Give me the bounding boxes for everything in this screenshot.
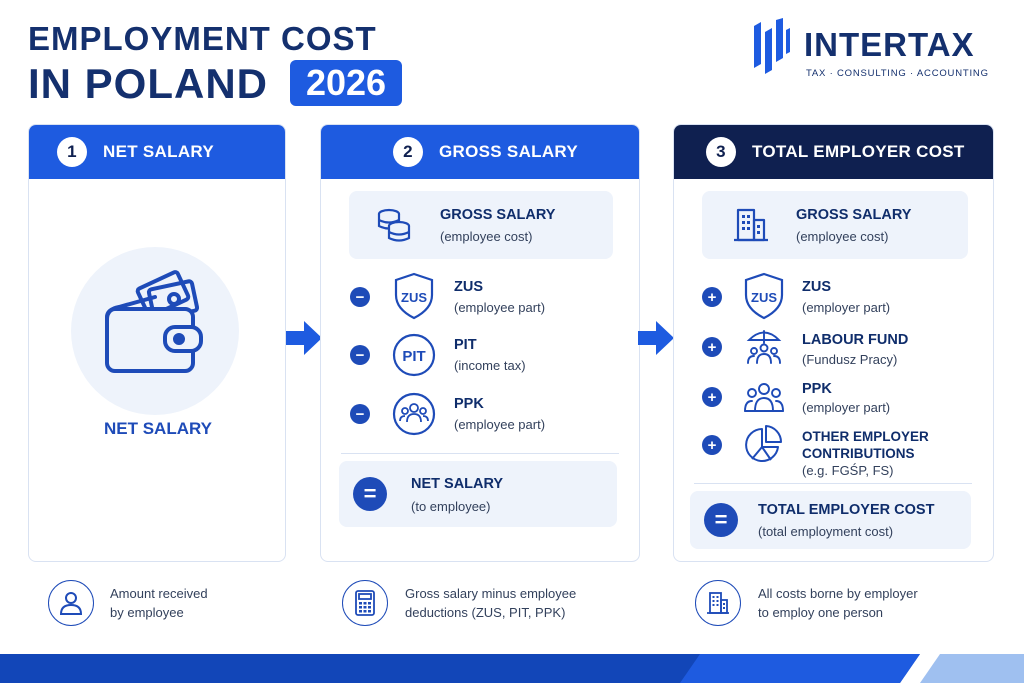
pit-icon-text: PIT bbox=[402, 348, 425, 365]
labour-fund-subtitle: (Fundusz Pracy) bbox=[802, 352, 898, 367]
bottom-decorative-band bbox=[0, 654, 1024, 683]
equals-icon: = bbox=[704, 503, 738, 537]
total-cost-result-subtitle: (total employment cost) bbox=[758, 524, 894, 539]
person-icon bbox=[59, 592, 83, 615]
building-icon bbox=[734, 208, 768, 242]
minus-icon: − bbox=[350, 404, 370, 424]
footer-note-3: All costs borne by employer to employ on… bbox=[758, 584, 918, 622]
panel-total-employer-cost: 3 TOTAL EMPLOYER COST GROSS SALARY (empl… bbox=[673, 124, 994, 562]
net-salary-result-box: = NET SALARY (to employee) bbox=[339, 461, 617, 527]
divider bbox=[341, 453, 619, 454]
calculator-icon bbox=[355, 590, 375, 616]
ppk-employer-title: PPK bbox=[802, 381, 832, 397]
footer-calculator-circle bbox=[342, 580, 388, 626]
gross-salary-title: GROSS SALARY bbox=[796, 207, 912, 223]
building-icon bbox=[707, 592, 729, 614]
people-circle-icon bbox=[392, 392, 436, 436]
panel-header: 3 TOTAL EMPLOYER COST bbox=[674, 125, 993, 179]
pie-chart-icon bbox=[745, 425, 783, 462]
logo-name: INTERTAX bbox=[804, 26, 975, 63]
footer-note-line: All costs borne by employer bbox=[758, 586, 918, 601]
net-salary-result-subtitle: (to employee) bbox=[411, 499, 491, 514]
arrow-right-icon bbox=[286, 321, 322, 355]
step-number: 1 bbox=[57, 137, 87, 167]
ppk-employer-subtitle: (employer part) bbox=[802, 400, 891, 415]
intertax-logo: INTERTAX TAX · CONSULTING · ACCOUNTING bbox=[752, 16, 1002, 82]
total-cost-result-box: = TOTAL EMPLOYER COST (total employment … bbox=[690, 491, 971, 549]
plus-icon: + bbox=[702, 387, 722, 407]
people-icon bbox=[744, 383, 784, 412]
labour-fund-title: LABOUR FUND bbox=[802, 332, 909, 348]
panel-header: 1 NET SALARY bbox=[29, 125, 285, 179]
umbrella-people-icon bbox=[746, 330, 782, 364]
other-contributions-title-1: OTHER EMPLOYER bbox=[802, 429, 929, 444]
pit-circle-icon: PIT bbox=[392, 333, 436, 377]
zus-subtitle: (employee part) bbox=[454, 300, 546, 315]
plus-icon: + bbox=[702, 337, 722, 357]
title-line-2: IN POLAND bbox=[28, 60, 268, 107]
footer-note-2: Gross salary minus employee deductions (… bbox=[405, 584, 576, 622]
zus-shield-icon: ZUS bbox=[394, 272, 434, 320]
footer-note-line: Amount received bbox=[110, 586, 208, 601]
ppk-subtitle: (employee part) bbox=[454, 417, 546, 432]
gross-salary-subtitle: (employee cost) bbox=[440, 229, 533, 244]
equals-icon: = bbox=[353, 477, 387, 511]
gross-salary-subtitle: (employee cost) bbox=[796, 229, 889, 244]
footer-note-line: to employ one person bbox=[758, 605, 884, 620]
zus-employer-title: ZUS bbox=[802, 279, 831, 295]
ppk-title: PPK bbox=[454, 396, 484, 412]
logo-mark-icon bbox=[754, 18, 790, 74]
zus-title: ZUS bbox=[454, 279, 483, 295]
wallet-icon bbox=[105, 270, 203, 373]
wallet-circle bbox=[71, 247, 239, 415]
gross-salary-box: GROSS SALARY (employee cost) bbox=[349, 191, 613, 259]
panel-header: 2 GROSS SALARY bbox=[321, 125, 639, 179]
year-badge: 2026 bbox=[290, 60, 402, 106]
panel-header-label: TOTAL EMPLOYER COST bbox=[752, 142, 965, 161]
zus-shield-icon: ZUS bbox=[744, 272, 784, 320]
plus-icon: + bbox=[702, 287, 722, 307]
total-cost-result-title: TOTAL EMPLOYER COST bbox=[758, 502, 935, 518]
net-salary-result-title: NET SALARY bbox=[411, 476, 504, 492]
footer-note-line: deductions (ZUS, PIT, PPK) bbox=[405, 605, 566, 620]
plus-icon: + bbox=[702, 435, 722, 455]
pit-subtitle: (income tax) bbox=[454, 358, 526, 373]
panel-header-label: GROSS SALARY bbox=[439, 142, 578, 161]
gross-salary-title: GROSS SALARY bbox=[440, 207, 556, 223]
gross-salary-box: GROSS SALARY (employee cost) bbox=[702, 191, 968, 259]
zus-icon-text: ZUS bbox=[401, 290, 427, 305]
panel-net-salary: 1 NET SALARY NET SALARY bbox=[28, 124, 286, 562]
title-line-1: EMPLOYMENT COST bbox=[28, 20, 377, 57]
pit-title: PIT bbox=[454, 337, 477, 353]
footer-note-1: Amount received by employee bbox=[110, 584, 208, 622]
footer-note-line: Gross salary minus employee bbox=[405, 586, 577, 601]
zus-employer-subtitle: (employer part) bbox=[802, 300, 891, 315]
other-contributions-subtitle: (e.g. FGŚP, FS) bbox=[802, 463, 894, 478]
footer-building-circle bbox=[695, 580, 741, 626]
step-number: 3 bbox=[706, 137, 736, 167]
step-number: 2 bbox=[393, 137, 423, 167]
panel-gross-salary: 2 GROSS SALARY GROSS SALARY (employee co… bbox=[320, 124, 640, 562]
divider bbox=[694, 483, 972, 484]
net-salary-label: NET SALARY bbox=[104, 419, 212, 438]
logo-tagline: TAX · CONSULTING · ACCOUNTING bbox=[806, 68, 989, 79]
arrow-right-icon bbox=[638, 321, 674, 355]
footer-person-circle bbox=[48, 580, 94, 626]
coins-icon bbox=[377, 208, 411, 242]
other-contributions-title-2: CONTRIBUTIONS bbox=[802, 446, 915, 461]
minus-icon: − bbox=[350, 345, 370, 365]
zus-icon-text: ZUS bbox=[751, 290, 777, 305]
footer-note-line: by employee bbox=[110, 605, 184, 620]
minus-icon: − bbox=[350, 287, 370, 307]
panel-header-label: NET SALARY bbox=[103, 142, 214, 161]
